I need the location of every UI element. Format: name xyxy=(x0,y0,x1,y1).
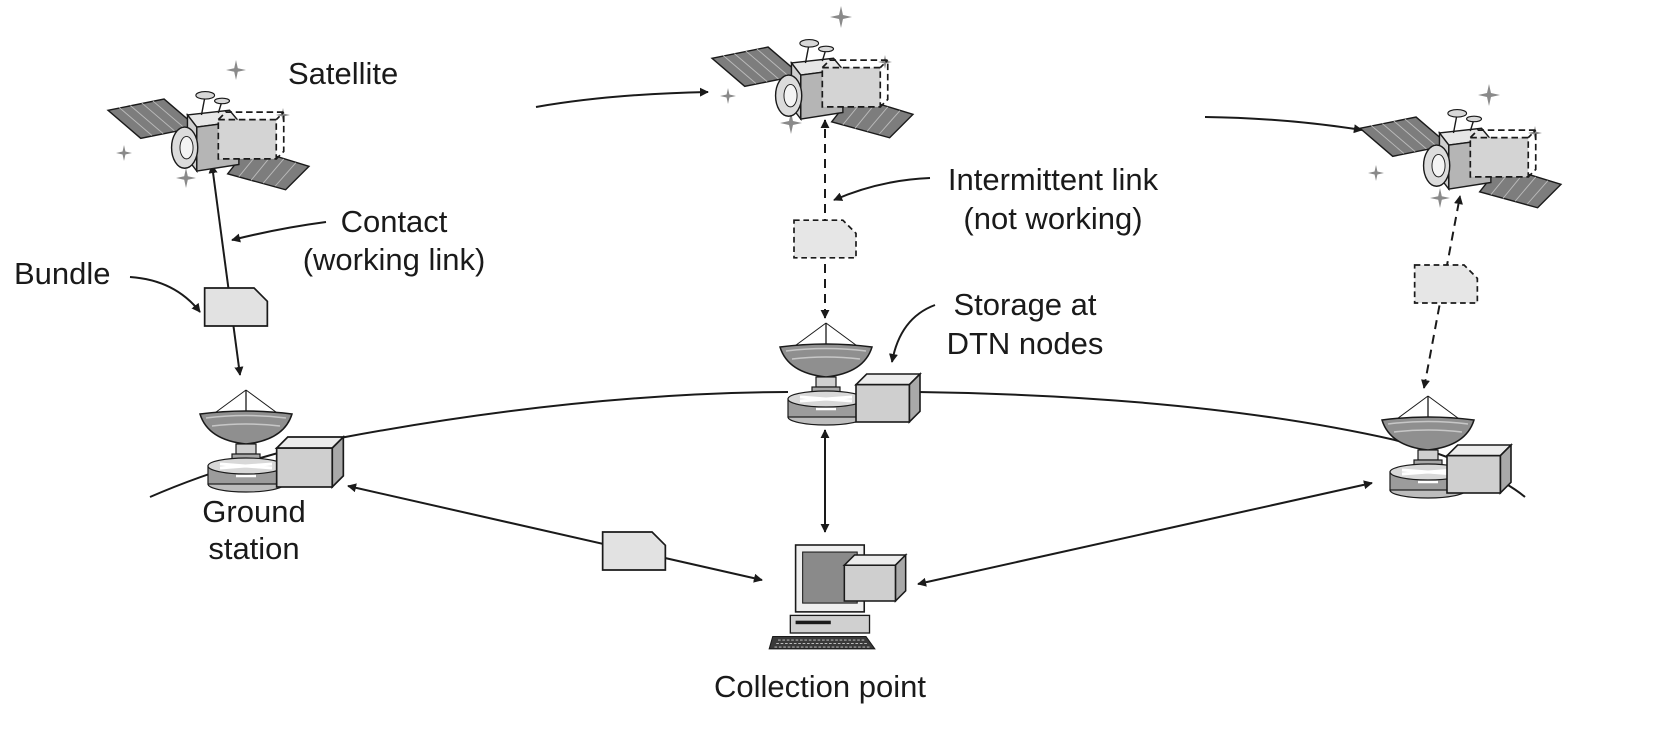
storage-box-icon-collection xyxy=(843,554,907,602)
contact-label-line2: (working link) xyxy=(303,242,486,277)
link-left-to-collection xyxy=(347,483,763,583)
satellite-icon-middle xyxy=(711,38,914,139)
storage-leader-arrow xyxy=(889,304,936,363)
bundle-icon-on-contact xyxy=(203,287,269,327)
bundle-leader-arrow xyxy=(129,276,201,313)
bundle-icon-to-collection xyxy=(601,531,667,571)
intermittent-label-line1: Intermittent link xyxy=(948,162,1159,197)
orbit-arrow-right xyxy=(1204,116,1363,134)
contact-label-line1: Contact xyxy=(341,204,448,239)
storage-box-icon-right xyxy=(1446,444,1512,494)
working-link-left xyxy=(208,164,244,376)
bundle-icon-waiting-middle xyxy=(793,219,857,259)
storage-label-line1: Storage at xyxy=(953,287,1096,322)
bundle-label: Bundle xyxy=(14,256,111,291)
ground-station-label-line2: station xyxy=(208,531,299,566)
storage-label-line2: DTN nodes xyxy=(947,326,1104,361)
orbit-arrow-left xyxy=(535,87,709,108)
satellite-icon-left xyxy=(107,90,310,191)
link-right-to-collection xyxy=(917,480,1373,587)
ground-station-label-line1: Ground xyxy=(202,494,305,529)
storage-box-icon-middle xyxy=(855,373,921,423)
intermittent-label-line2: (not working) xyxy=(963,201,1142,236)
intermittent-leader-arrow xyxy=(833,177,931,201)
collection-point-label: Collection point xyxy=(714,669,926,704)
satellite-icon-right xyxy=(1359,108,1562,209)
storage-box-icon-left xyxy=(275,436,345,488)
satellite-label: Satellite xyxy=(288,56,398,91)
bundle-icon-waiting-right xyxy=(1413,264,1479,304)
contact-leader-arrow xyxy=(231,221,327,243)
